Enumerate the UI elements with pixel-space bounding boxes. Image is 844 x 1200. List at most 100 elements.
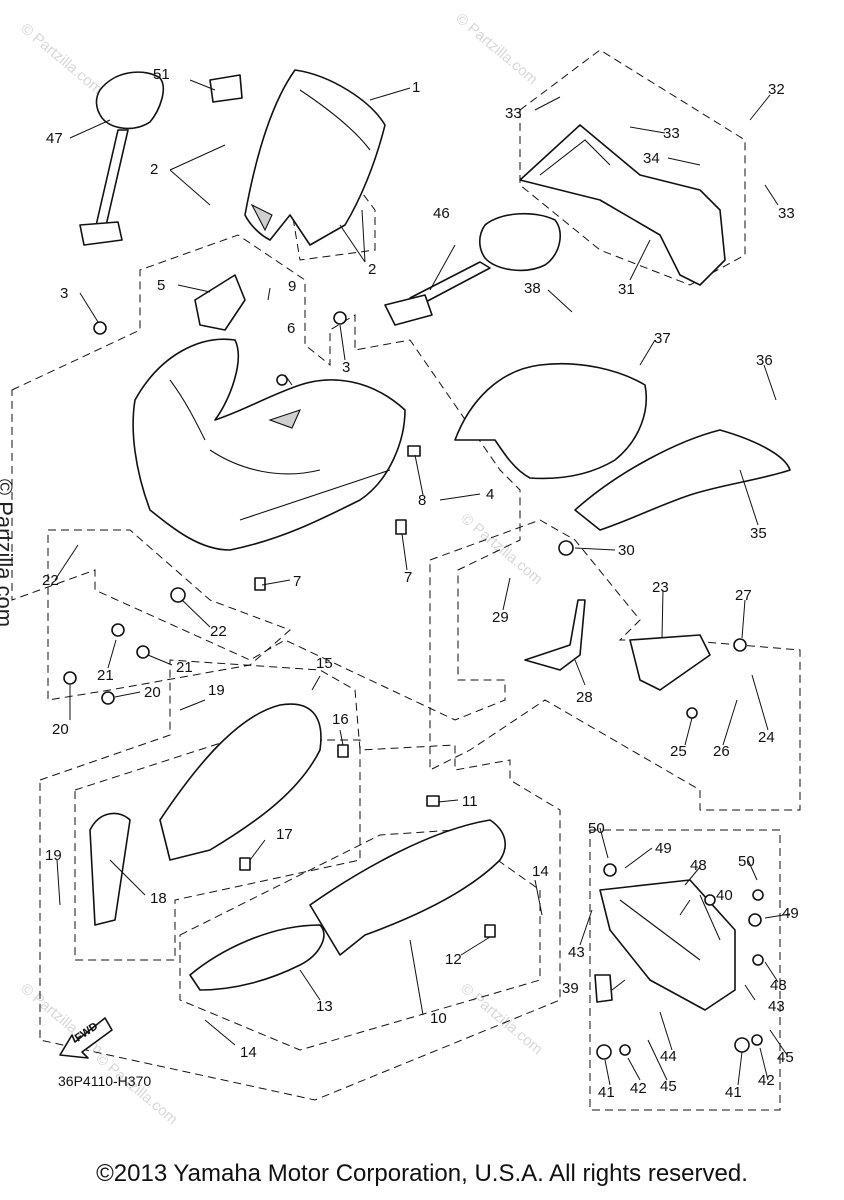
watermark-tile: © Partzilla.com [17, 20, 105, 98]
callout-16: 16 [332, 711, 349, 728]
callout-33-mid: 33 [663, 125, 680, 142]
callout-33-right: 33 [778, 205, 795, 222]
callout-5: 5 [157, 277, 165, 294]
callout-6: 6 [287, 320, 295, 337]
leader-lines [54, 79, 791, 1086]
diagram-code: 36P4110-H370 [58, 1073, 152, 1089]
callout-50-right: 50 [738, 853, 755, 870]
callout-10: 10 [430, 1010, 447, 1027]
callout-27: 27 [735, 587, 752, 604]
callout-24: 24 [758, 729, 775, 746]
bracket-28 [524, 599, 586, 671]
callout-4: 4 [486, 486, 494, 503]
callout-25: 25 [670, 743, 687, 760]
callout-3-left: 3 [60, 285, 68, 302]
callout-45-left: 45 [660, 1078, 677, 1095]
callout-9: 9 [288, 278, 296, 295]
callout-19-upper: 19 [208, 682, 225, 699]
callout-7-left: 7 [293, 573, 301, 590]
watermark-tile: © Partzilla.com [457, 510, 545, 588]
callout-51: 51 [153, 66, 170, 83]
callout-41-left: 41 [598, 1084, 615, 1101]
callout-42-left: 42 [630, 1080, 647, 1097]
callout-34: 34 [643, 150, 660, 167]
callout-40: 40 [716, 887, 733, 904]
callout-1: 1 [412, 79, 420, 96]
callout-41-right: 41 [725, 1084, 742, 1101]
callout-7-right: 7 [404, 569, 412, 586]
outline-meter-bracket [519, 49, 746, 286]
watermark-tile: © Partzilla.com [17, 980, 105, 1058]
callout-42-right: 42 [758, 1072, 775, 1089]
watermark-tile: © Partzilla.com [457, 980, 545, 1058]
callout-48-top: 48 [690, 857, 707, 874]
callout-21-right: 21 [176, 659, 193, 676]
callout-45-right: 45 [777, 1049, 794, 1066]
outline-screen-bolts [284, 169, 376, 261]
upper-cover [454, 362, 647, 480]
callout-30: 30 [618, 542, 635, 559]
copyright-notice: ©2013 Yamaha Motor Corporation, U.S.A. A… [96, 1160, 748, 1187]
callout-2-left: 2 [150, 161, 158, 178]
hardware [63, 311, 764, 1060]
callout-50-left: 50 [588, 820, 605, 837]
callout-15: 15 [316, 655, 333, 672]
callout-numbers: 1 2 2 3 3 4 5 6 7 7 8 9 10 11 12 13 14 1… [42, 66, 799, 1101]
inner-panel [89, 703, 322, 926]
callout-14-left: 14 [240, 1044, 257, 1061]
callout-32: 32 [768, 81, 785, 98]
callout-36: 36 [756, 352, 773, 369]
callout-17: 17 [276, 826, 293, 843]
outline-bracket-group [429, 519, 801, 811]
watermark-tile: © Partzilla.com [92, 1050, 180, 1128]
callout-28: 28 [576, 689, 593, 706]
bracket-23 [629, 634, 711, 691]
callout-43-left: 43 [568, 944, 585, 961]
cowling-stay-frame [594, 879, 736, 1011]
callout-35: 35 [750, 525, 767, 542]
callout-20-left: 20 [52, 721, 69, 738]
side-watermark: © Partzilla.com [0, 479, 18, 628]
callout-49-right: 49 [782, 905, 799, 922]
callout-43-right: 43 [768, 998, 785, 1015]
mirror-right [384, 212, 561, 326]
callout-2-right: 2 [368, 261, 376, 278]
mirror-left [79, 71, 165, 246]
callout-3-right: 3 [342, 359, 350, 376]
callout-22-right: 22 [210, 623, 227, 640]
outline-side-panels [39, 659, 561, 1101]
outline-left-pads [47, 529, 291, 701]
callout-19-lower: 19 [45, 847, 62, 864]
callout-23: 23 [652, 579, 669, 596]
outline-frame-group [589, 829, 781, 1111]
outline-lower-panels [179, 829, 541, 1051]
callout-39: 39 [562, 980, 579, 997]
callout-48-bottom: 48 [770, 977, 787, 994]
callout-14-right: 14 [532, 863, 549, 880]
callout-8: 8 [418, 492, 426, 509]
callout-44: 44 [660, 1048, 677, 1065]
watermark-tile: © Partzilla.com [452, 10, 540, 88]
callout-29: 29 [492, 609, 509, 626]
callout-12: 12 [445, 951, 462, 968]
callout-22-left: 22 [42, 572, 59, 589]
callout-20-right: 20 [144, 684, 161, 701]
callout-26: 26 [713, 743, 730, 760]
meter-panel [519, 124, 726, 286]
callout-18: 18 [150, 890, 167, 907]
callout-21-left: 21 [97, 667, 114, 684]
rear-side-cover [574, 429, 791, 531]
callout-11: 11 [462, 793, 478, 810]
windscreen [209, 69, 386, 246]
callout-37: 37 [654, 330, 671, 347]
callout-46: 46 [433, 205, 450, 222]
front-cowling [132, 274, 406, 551]
assembly-outlines [11, 49, 801, 1111]
outline-cowling-group [11, 234, 521, 721]
callout-13: 13 [316, 998, 333, 1015]
callout-33-left: 33 [505, 105, 522, 122]
callout-49-left: 49 [655, 840, 672, 857]
callout-38: 38 [524, 280, 541, 297]
lower-side-panel [189, 819, 506, 991]
